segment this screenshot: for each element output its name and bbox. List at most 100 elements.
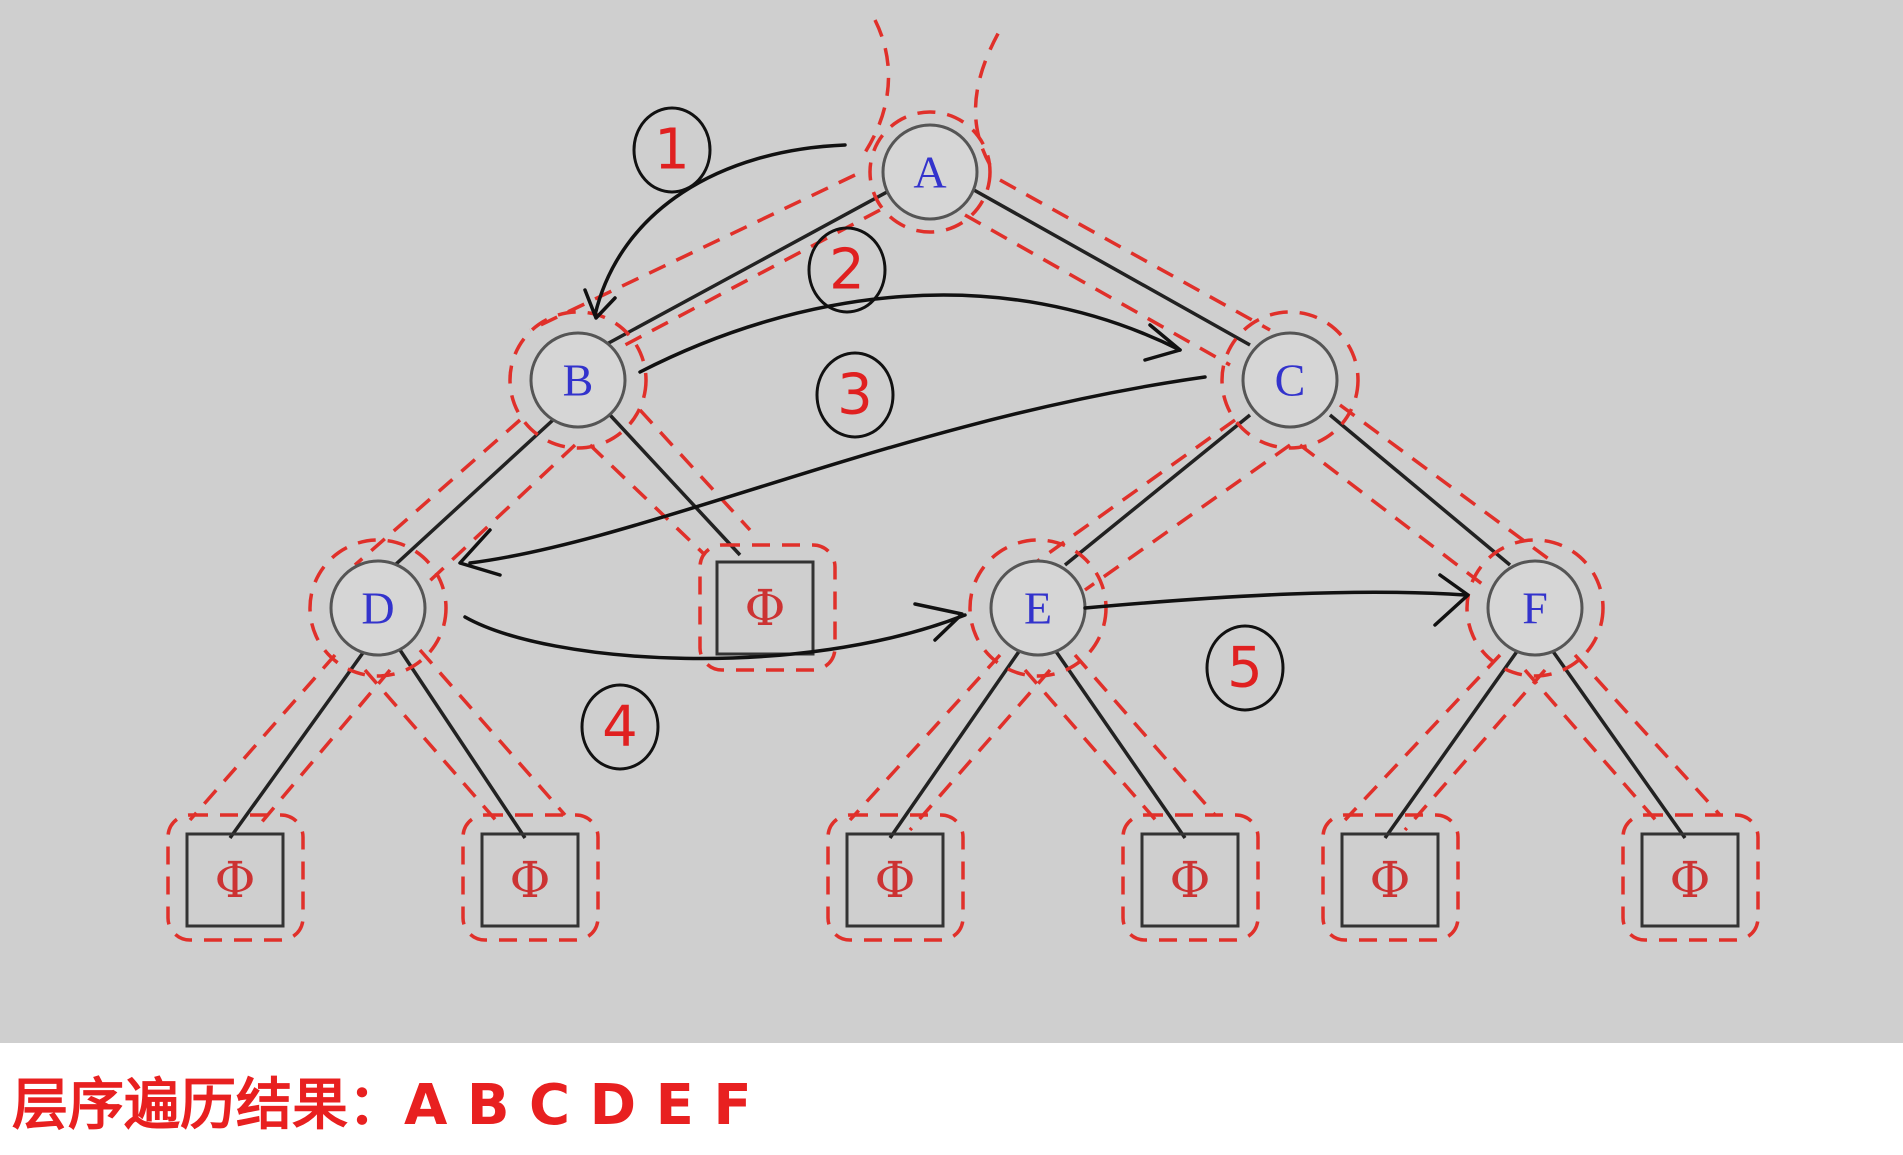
arrow-step-5-head: [1433, 573, 1470, 627]
binary-tree-diagram: Φ Φ Φ Φ Φ Φ Φ A B C D E F 1 2 3 4 5: [166, 19, 1760, 942]
node-circle: [1241, 331, 1339, 429]
step-circle: [632, 106, 712, 194]
arrow-step-5: [1083, 590, 1467, 610]
edge-f-null-left: [1383, 648, 1520, 840]
tree-node-e: E: [989, 559, 1087, 657]
null-child-b-right: Φ: [715, 560, 815, 656]
node-label: B: [563, 355, 594, 406]
edge-c-e: [1063, 413, 1252, 567]
outline-node-c: [1220, 310, 1360, 450]
outline-c-f: [1298, 403, 1552, 592]
null-box: [1140, 832, 1240, 928]
arrow-step-4: [463, 613, 967, 661]
null-symbol: Φ: [215, 851, 256, 909]
null-box: [1340, 832, 1440, 928]
step-marker-1: 1: [632, 106, 712, 194]
step-number: 2: [829, 238, 865, 303]
arrow-step-2: [638, 293, 1182, 374]
outline-a-b-upper: [529, 173, 856, 332]
outline-node-b: [508, 310, 648, 450]
edge-f-null-right: [1550, 648, 1687, 840]
node-label: D: [361, 583, 394, 634]
null-child-f-right: Φ: [1640, 832, 1740, 928]
tree-node-c: C: [1241, 331, 1339, 429]
null-child-e-right: Φ: [1140, 832, 1240, 928]
arrow-step-2-head: [1143, 323, 1182, 362]
null-box: [480, 832, 580, 928]
outline-node-d: [308, 538, 448, 678]
outline-node-f: [1465, 538, 1605, 678]
null-symbol: Φ: [510, 851, 551, 909]
step-circle: [580, 683, 660, 771]
null-child-f-left: Φ: [1340, 832, 1440, 928]
outline-null-e-left: [826, 813, 965, 942]
outline-f-children: [1343, 653, 1722, 832]
arrow-step-3-head: [458, 528, 502, 577]
step-circle: [815, 351, 895, 439]
node-circle: [329, 559, 427, 657]
node-circle: [529, 331, 627, 429]
null-symbol: Φ: [1170, 851, 1211, 909]
tree-node-f: F: [1486, 559, 1584, 657]
arrow-step-1-head: [583, 288, 617, 320]
arrow-step-1: [593, 143, 847, 317]
edge-b-d: [393, 418, 555, 567]
diagram-panel: Φ Φ Φ Φ Φ Φ Φ A B C D E F 1 2 3 4 5: [0, 0, 1903, 1043]
tree-node-a: A: [881, 123, 979, 221]
outline-null-e-right: [1121, 813, 1260, 942]
node-circle: [881, 123, 979, 221]
outline-exit-up: [973, 29, 1002, 166]
step-marker-3: 3: [815, 351, 895, 439]
outline-null-f-left: [1321, 813, 1460, 942]
null-symbol: Φ: [745, 579, 786, 637]
edge-a-c: [964, 183, 1251, 347]
null-children: Φ Φ Φ Φ Φ Φ Φ: [185, 560, 1740, 928]
node-label: E: [1024, 583, 1052, 634]
tree-edges: [228, 183, 1687, 840]
outline-c-e: [1023, 418, 1292, 592]
tree-node-b: B: [529, 331, 627, 429]
edge-d-null-right: [398, 649, 527, 839]
null-symbol: Φ: [1670, 851, 1711, 909]
step-number: 5: [1227, 636, 1263, 701]
result-label: 层序遍历结果：: [12, 1073, 404, 1138]
edge-a-b: [604, 183, 901, 347]
null-child-d-right: Φ: [480, 832, 580, 928]
traversal-outline: [166, 19, 1760, 942]
step-circle: [1205, 624, 1285, 712]
node-circle: [1486, 559, 1584, 657]
outline-a-c-upper: [999, 178, 1271, 332]
step-marker-5: 5: [1205, 624, 1285, 712]
outline-a-b-lower: [624, 208, 881, 347]
step-number: 4: [602, 695, 638, 760]
outline-null-f-right: [1621, 813, 1760, 942]
step-number: 3: [837, 363, 873, 428]
step-marker-4: 4: [580, 683, 660, 771]
null-box: [845, 832, 945, 928]
outline-node-a: [868, 110, 992, 234]
null-box: [715, 560, 815, 656]
result-sequence: A B C D E F: [404, 1073, 752, 1138]
node-label: A: [913, 147, 946, 198]
arrow-step-3: [468, 375, 1207, 565]
null-symbol: Φ: [1370, 851, 1411, 909]
tree-nodes: A B C D E F: [329, 123, 1584, 657]
step-marker-2: 2: [807, 226, 887, 314]
null-box: [185, 832, 285, 928]
step-markers: 1 2 3 4 5: [580, 106, 1285, 771]
traversal-arrows: [458, 143, 1470, 661]
outline-e-children: [848, 653, 1217, 832]
null-child-d-left: Φ: [185, 832, 285, 928]
edge-e-null-left: [888, 649, 1022, 839]
step-circle: [807, 226, 887, 314]
outline-null-d-right: [461, 813, 600, 942]
null-symbol: Φ: [875, 851, 916, 909]
tree-node-d: D: [329, 559, 427, 657]
outline-node-e: [968, 538, 1108, 678]
outline-d-children: [188, 648, 567, 832]
outline-b-d: [353, 418, 577, 592]
null-child-e-left: Φ: [845, 832, 945, 928]
outline-null-b-right: [698, 543, 837, 672]
edge-c-f: [1328, 413, 1512, 567]
outline-a-c-lower: [964, 213, 1231, 367]
